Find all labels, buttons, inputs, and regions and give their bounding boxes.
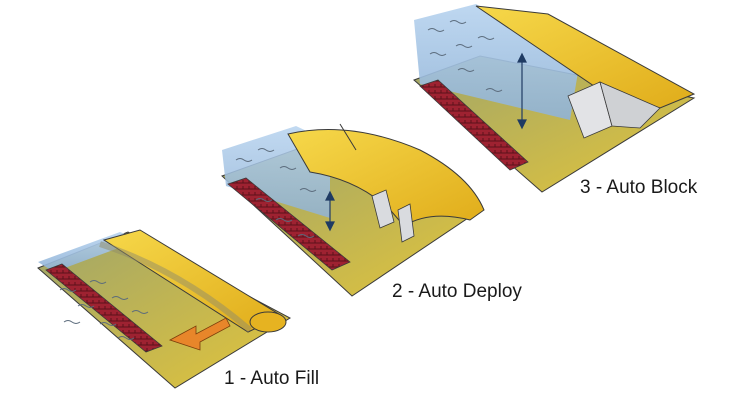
stage-1-illustration [37, 229, 292, 389]
stage-1-label: 1 - Auto Fill [224, 368, 320, 389]
stage-3-illustration [413, 4, 696, 193]
stage-3-wall [419, 79, 529, 171]
flow-arrow-icon [168, 317, 231, 351]
stage-2-label: 2 - Auto Deploy [392, 281, 522, 302]
stage-3-water [414, 4, 580, 120]
stage-1-wall [45, 263, 163, 353]
wave-marks-icon [235, 148, 317, 238]
stage-2-illustration [221, 123, 485, 297]
stage-2-barrier [287, 129, 485, 227]
stage-2-wall [227, 177, 351, 271]
wave-marks-icon [427, 20, 503, 92]
stage-3-barrier [475, 5, 696, 109]
wave-marks-icon [59, 280, 149, 340]
level-arrow-icon [517, 52, 527, 130]
stage-3-label: 3 - Auto Block [580, 177, 698, 198]
level-arrow-icon [325, 190, 335, 232]
